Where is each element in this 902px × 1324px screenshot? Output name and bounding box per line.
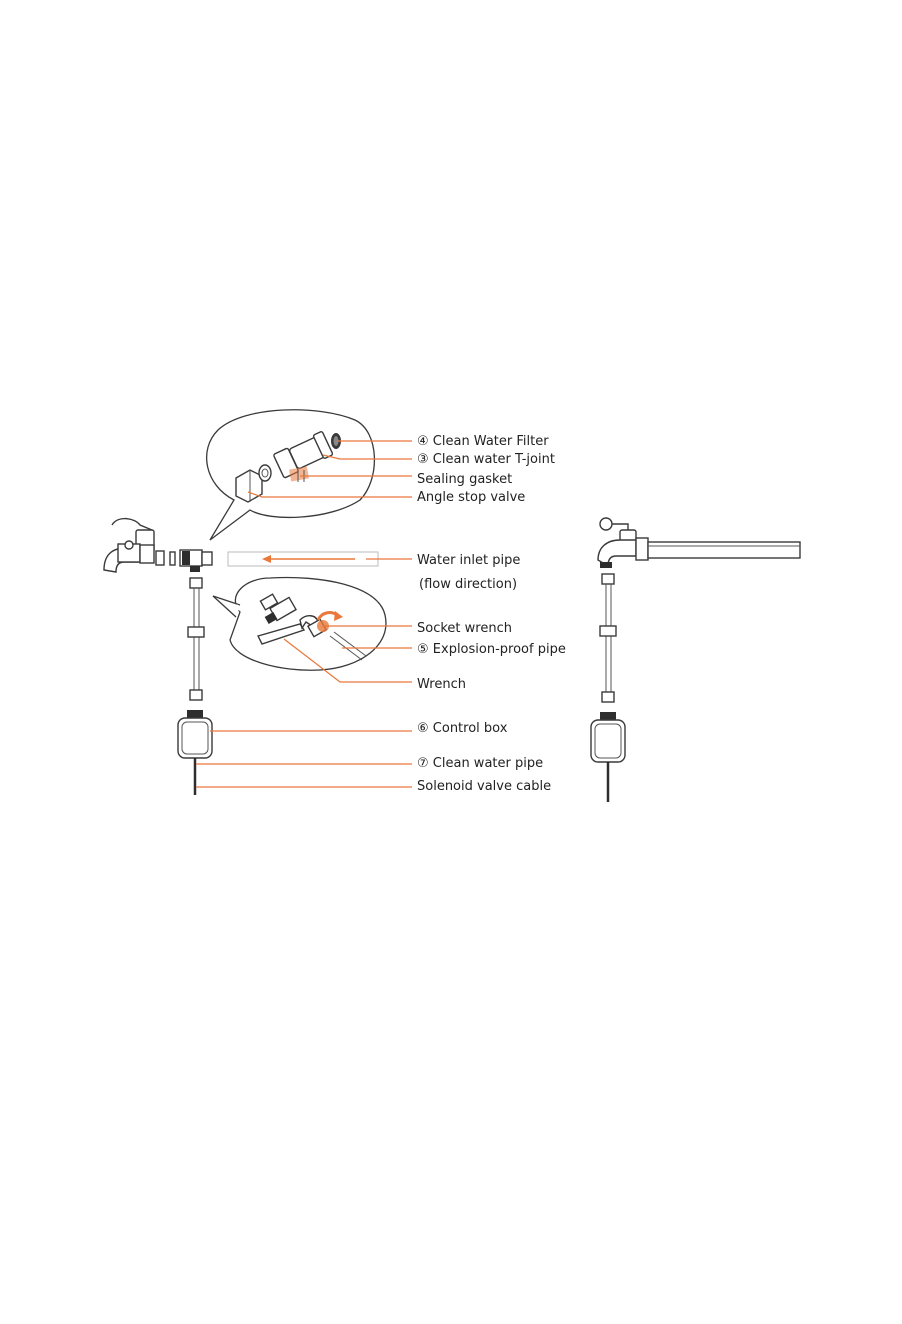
control-box-left bbox=[178, 710, 212, 795]
labels: ④ Clean Water Filter ③ Clean water T-joi… bbox=[417, 434, 566, 794]
left-connector-parts bbox=[156, 550, 212, 572]
sealing-gasket-icon bbox=[259, 465, 271, 481]
label-solenoid-valve-cable: Solenoid valve cable bbox=[417, 779, 551, 794]
control-box-right bbox=[591, 712, 625, 802]
water-inlet-pipe bbox=[228, 552, 378, 566]
label-clean-water-pipe: ⑦ Clean water pipe bbox=[417, 756, 543, 771]
label-socket-wrench: Socket wrench bbox=[417, 621, 512, 636]
label-angle-stop-valve: Angle stop valve bbox=[417, 490, 525, 505]
faucet-left bbox=[104, 519, 154, 572]
label-clean-water-filter: ④ Clean Water Filter bbox=[417, 434, 549, 449]
label-clean-water-tjoint: ③ Clean water T-joint bbox=[417, 452, 555, 467]
label-sealing-gasket: Sealing gasket bbox=[417, 472, 512, 487]
explosion-proof-pipe-right bbox=[600, 574, 616, 702]
label-water-inlet-pipe: Water inlet pipe bbox=[417, 553, 520, 568]
label-wrench: Wrench bbox=[417, 677, 466, 692]
label-flow-direction: (flow direction) bbox=[419, 577, 517, 592]
explosion-proof-pipe-left bbox=[188, 578, 204, 700]
faucet-right bbox=[598, 518, 800, 568]
label-control-box: ⑥ Control box bbox=[417, 721, 508, 736]
label-explosion-proof-pipe: ⑤ Explosion-proof pipe bbox=[417, 642, 566, 657]
